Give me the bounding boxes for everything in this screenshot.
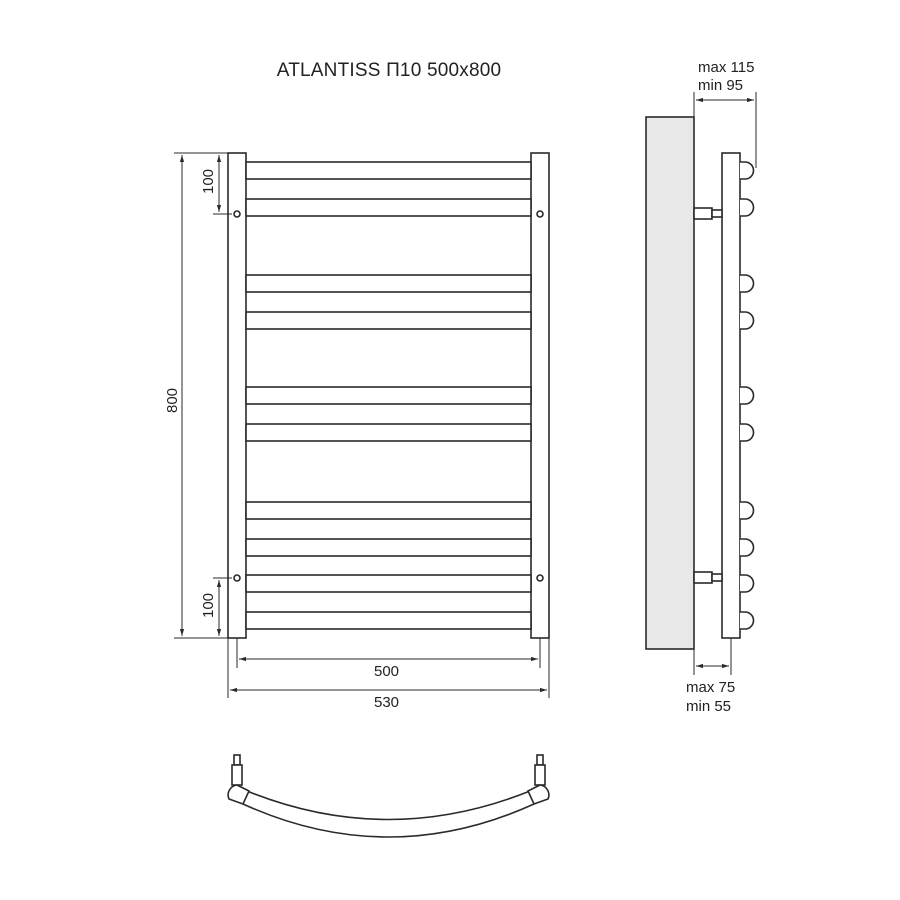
inner-width-label: 500 <box>374 663 400 680</box>
outer-width-label: 530 <box>374 694 400 711</box>
front-dimensions <box>174 152 550 698</box>
top-view <box>227 754 550 838</box>
wall-bracket <box>693 571 713 584</box>
height-label: 800 <box>164 387 182 414</box>
side-view <box>645 116 755 650</box>
right-collector <box>530 152 550 639</box>
side-collector <box>721 152 741 639</box>
wall-bracket <box>693 207 713 220</box>
mount-hole-icon <box>536 574 544 582</box>
bottom-offset-label: 100 <box>200 592 218 619</box>
side-dimensions <box>693 92 757 675</box>
mount-hole-icon <box>536 210 544 218</box>
mount-hole-icon <box>233 574 241 582</box>
bar-profiles <box>740 161 755 630</box>
top-offset-label: 100 <box>200 168 218 195</box>
left-collector <box>227 152 247 639</box>
top-distance-min: min 95 <box>698 77 744 94</box>
front-view <box>227 152 550 639</box>
bottom-distance-max: max 75 <box>686 679 736 696</box>
bottom-distance-min: min 55 <box>686 698 732 715</box>
top-distance-max: max 115 <box>698 59 755 76</box>
mount-hole-icon <box>233 210 241 218</box>
diagram-title: ATLANTISS П10 500x800 <box>276 60 502 81</box>
wall <box>645 116 695 650</box>
horizontal-bars <box>245 161 532 630</box>
